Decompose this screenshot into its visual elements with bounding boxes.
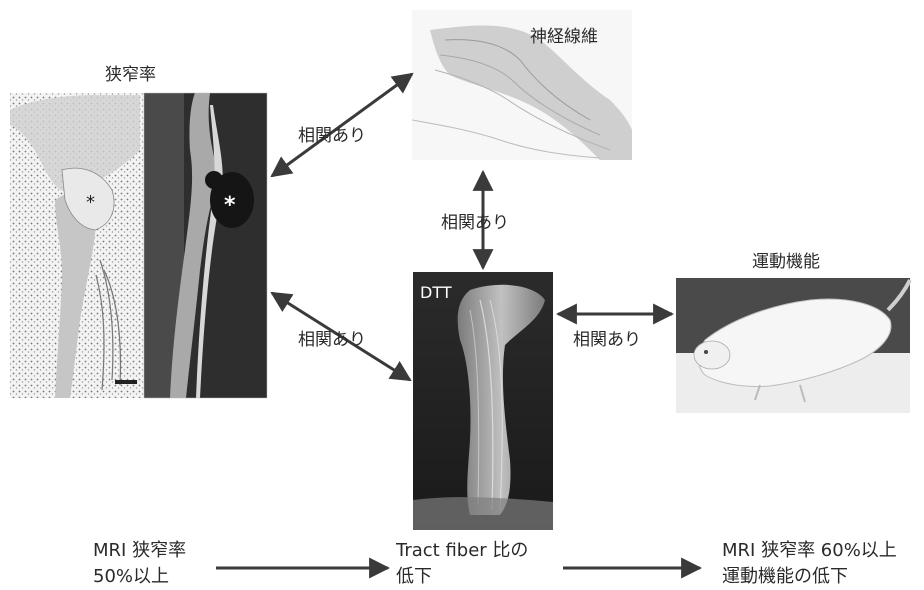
correlation-label-lower-left: 相関あり [298,325,366,350]
bottom-center-text: Tract fiber 比の 低下 [396,538,528,590]
bottom-center-line2: 低下 [396,564,528,590]
bottom-left-line2: 50%以上 [93,564,186,590]
correlation-label-upper-left: 相関あり [298,121,366,146]
dtt-label: DTT [420,283,452,302]
nerve-fiber-image [412,10,632,160]
asterisk-histology: * [86,192,95,213]
bottom-right-line2: 運動機能の低下 [722,564,897,590]
correlation-label-middle: 相関あり [441,208,509,233]
motor-function-label: 運動機能 [752,247,820,272]
bottom-right-line1: MRI 狭窄率 60%以上 [722,538,897,564]
bottom-left-text: MRI 狭窄率 50%以上 [93,538,186,590]
bottom-center-line1: Tract fiber 比の [396,538,528,564]
histology-image [10,93,144,398]
asterisk-mri: * [224,193,236,218]
nerve-fiber-label: 神経線維 [530,22,598,47]
correlation-label-right: 相関あり [573,325,641,350]
bottom-left-line1: MRI 狭窄率 [93,538,186,564]
stenosis-label: 狭窄率 [105,60,156,85]
bottom-right-text: MRI 狭窄率 60%以上 運動機能の低下 [722,538,897,590]
mouse-image [676,278,910,413]
dtt-image [413,272,553,530]
mri-image [144,93,267,398]
